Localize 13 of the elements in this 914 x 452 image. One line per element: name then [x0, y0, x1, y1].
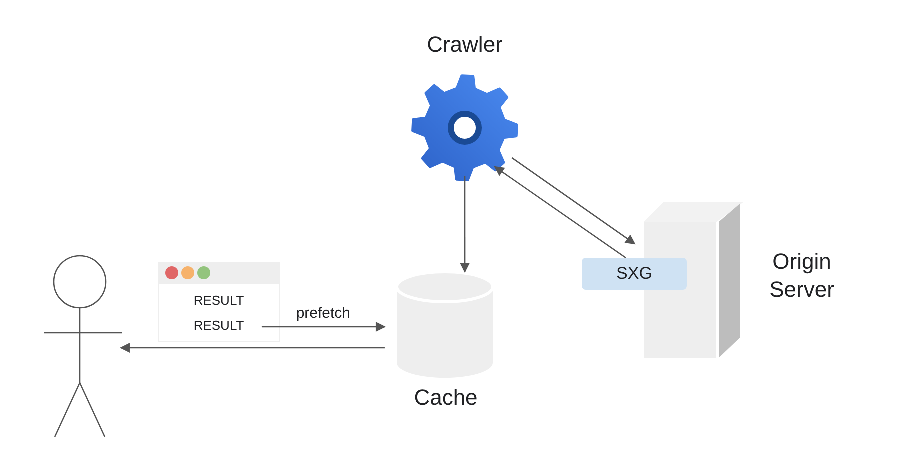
arrow	[512, 157, 636, 245]
node-label: Crawler	[426, 32, 504, 58]
content-tag: SXG	[582, 258, 687, 290]
arrow	[120, 343, 385, 353]
result-text: RESULT	[192, 318, 246, 333]
result-text: RESULT	[192, 293, 246, 308]
edge-label: prefetch	[295, 305, 352, 322]
arrow	[262, 322, 386, 332]
arrow	[494, 166, 626, 259]
node-label: Origin Server	[768, 248, 836, 304]
node-label: Cache	[413, 385, 479, 411]
arrow	[460, 176, 470, 274]
browser-window	[158, 262, 280, 342]
